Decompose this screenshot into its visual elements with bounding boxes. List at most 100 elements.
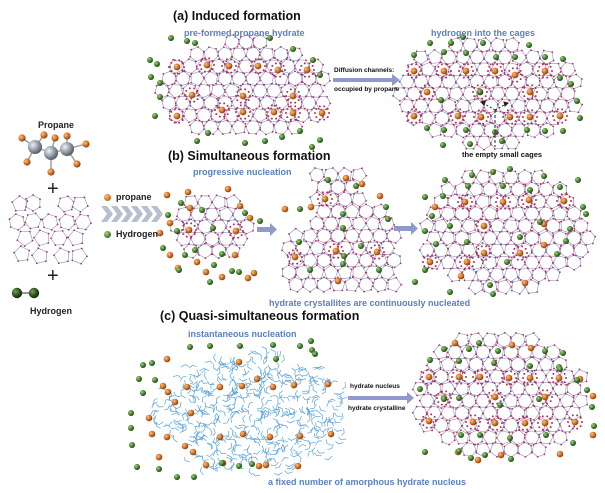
hydrogen-atom <box>40 131 48 139</box>
cage <box>496 331 512 349</box>
propane-sphere <box>289 92 297 100</box>
cage <box>525 49 541 66</box>
hydrogen-sphere <box>219 460 225 466</box>
propane-sphere <box>238 382 246 390</box>
hydrogen-sphere <box>136 376 142 382</box>
propane-sphere <box>218 273 226 281</box>
hydrogen-sphere <box>422 449 428 455</box>
cage <box>490 86 506 102</box>
propane-sphere <box>477 113 485 121</box>
large-cage <box>436 390 452 406</box>
hydrogen-sphere <box>242 210 248 216</box>
hydrogen-sphere <box>427 357 433 363</box>
propane-sphere <box>163 355 171 363</box>
cage <box>488 267 505 283</box>
large-cage <box>551 370 567 386</box>
hydrogen-sphere <box>541 173 547 179</box>
propane-sphere <box>463 258 471 266</box>
cage <box>189 119 205 136</box>
amorphous-fragment <box>273 439 303 458</box>
cage <box>31 247 48 265</box>
cage <box>245 94 261 112</box>
hydrogen-sphere <box>210 225 216 231</box>
propane-sphere <box>216 383 224 391</box>
cage <box>372 276 388 293</box>
large-cage <box>299 62 315 78</box>
large-cage <box>487 63 503 79</box>
cage <box>418 393 436 409</box>
chevron <box>141 206 153 222</box>
propane-sphere <box>474 456 482 464</box>
cage <box>216 119 234 136</box>
hydrogen-sphere <box>267 35 273 41</box>
hydrogen-sphere <box>543 432 549 438</box>
propane-sphere <box>185 226 193 234</box>
propane-sphere <box>255 462 263 470</box>
amorphous-fragment <box>164 395 182 414</box>
hydrogen-molecule <box>11 287 40 299</box>
propane-sphere <box>332 247 340 255</box>
hydrogen-sphere <box>157 80 163 86</box>
large-cage <box>457 194 473 210</box>
panel-b-caption-top: progressive nucleation <box>193 167 292 177</box>
cage <box>204 230 220 247</box>
empty-cage-pointer <box>480 100 509 147</box>
cage <box>197 218 213 235</box>
cage <box>217 94 233 112</box>
cage <box>13 245 31 262</box>
cage <box>572 368 589 385</box>
amorphous-fragment <box>277 363 302 386</box>
arrow-b-1 <box>257 223 277 236</box>
hydrogen-sphere <box>568 81 574 87</box>
cage <box>566 229 582 247</box>
large-cage <box>476 218 492 234</box>
amorphous-fragment <box>258 373 283 395</box>
large-cage <box>421 413 437 429</box>
hydrogen-sphere <box>491 360 497 366</box>
cage <box>566 380 582 397</box>
hydrogen-sphere <box>536 396 542 402</box>
cage <box>538 74 556 90</box>
propane-label: Propane <box>38 120 75 130</box>
large-cage <box>537 415 553 431</box>
hydrogen-sphere <box>229 268 235 274</box>
propane-sphere <box>556 112 564 120</box>
cage <box>358 252 374 269</box>
hydrogen-sphere <box>542 128 548 134</box>
chevron <box>111 206 123 222</box>
hydrogen-sphere <box>178 200 184 206</box>
hydrogen-sphere <box>187 344 193 350</box>
propane-sphere <box>250 269 258 277</box>
hydrogen-sphere <box>211 262 217 268</box>
propane-sphere <box>451 339 459 347</box>
cage <box>573 217 589 235</box>
cage <box>258 46 275 63</box>
cage <box>174 95 192 111</box>
amorphous-fragment <box>294 366 319 382</box>
cage <box>518 61 534 78</box>
propane-sphere <box>307 203 315 211</box>
propane-sphere <box>188 91 196 99</box>
cage <box>425 206 442 222</box>
propane-sphere <box>225 62 233 70</box>
propane-sphere <box>239 430 247 438</box>
amorphous-fragment <box>307 440 334 461</box>
large-cage <box>270 62 286 78</box>
panel-b-caption-bottom: hydrate crystallites are continuously nu… <box>269 298 471 308</box>
hydrogen-sphere <box>422 267 428 273</box>
large-cage <box>522 370 538 386</box>
amorphous-fragment <box>261 394 280 416</box>
large-cage <box>537 63 553 79</box>
hydrogen-sphere <box>560 128 566 134</box>
hydrogen-sphere <box>341 253 347 259</box>
cage <box>273 46 289 63</box>
cage <box>344 228 360 244</box>
cage <box>406 109 422 127</box>
propane-sphere <box>497 451 505 459</box>
hydrogen-sphere <box>476 340 482 346</box>
propane-sphere <box>508 341 516 349</box>
hydrogen-sphere <box>262 138 268 144</box>
cage <box>476 109 492 127</box>
hydrogen-sphere <box>385 216 391 222</box>
cage <box>161 70 177 87</box>
